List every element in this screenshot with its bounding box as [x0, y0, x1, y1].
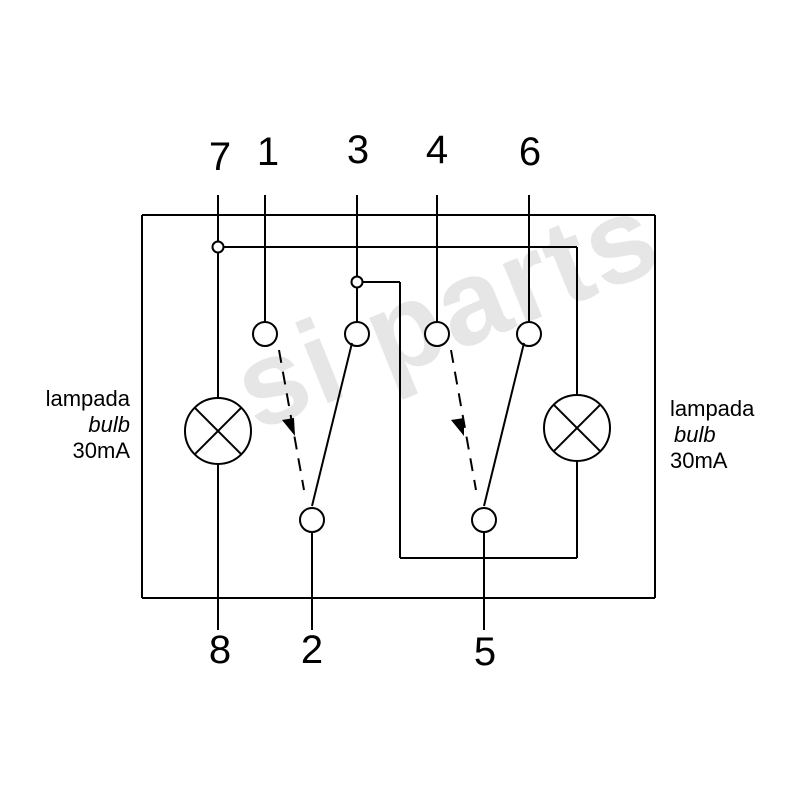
housing-outline	[141, 214, 656, 599]
pin-7-wire	[211, 195, 577, 398]
pin-label-8: 8	[209, 628, 231, 672]
pin-5-contact	[471, 507, 497, 630]
pin-label-1: 1	[257, 130, 279, 174]
pin-label-5: 5	[474, 630, 496, 674]
right-lamp-caption-line3: 30mA	[670, 448, 728, 473]
left-lamp-caption: lampada bulb 30mA	[20, 386, 130, 464]
right-switch-lever	[450, 342, 525, 507]
right-lamp-caption: lampada bulb 30mA	[670, 396, 790, 474]
pin-3-contact	[344, 195, 370, 347]
right-lamp-caption-line2: bulb	[674, 422, 716, 447]
left-switch-lever	[278, 342, 353, 507]
pin-label-2: 2	[301, 628, 323, 672]
pin-label-6: 6	[519, 130, 541, 174]
pin-1-contact	[252, 195, 278, 347]
pin-4-contact	[424, 195, 450, 347]
pin-2-contact	[299, 507, 325, 630]
pin-label-7: 7	[209, 135, 231, 179]
pin-6-contact	[516, 195, 542, 347]
left-lamp-caption-line3: 30mA	[72, 438, 130, 463]
right-lamp-caption-line1: lampada	[670, 396, 755, 421]
left-lamp-symbol	[184, 397, 252, 465]
pin-label-4: 4	[426, 128, 448, 172]
left-lamp-caption-line1: lampada	[45, 386, 130, 411]
pin-label-3: 3	[347, 128, 369, 172]
right-bulb-circuit	[363, 247, 578, 559]
right-lamp-symbol	[543, 394, 611, 462]
left-lamp-caption-line2: bulb	[88, 412, 130, 437]
